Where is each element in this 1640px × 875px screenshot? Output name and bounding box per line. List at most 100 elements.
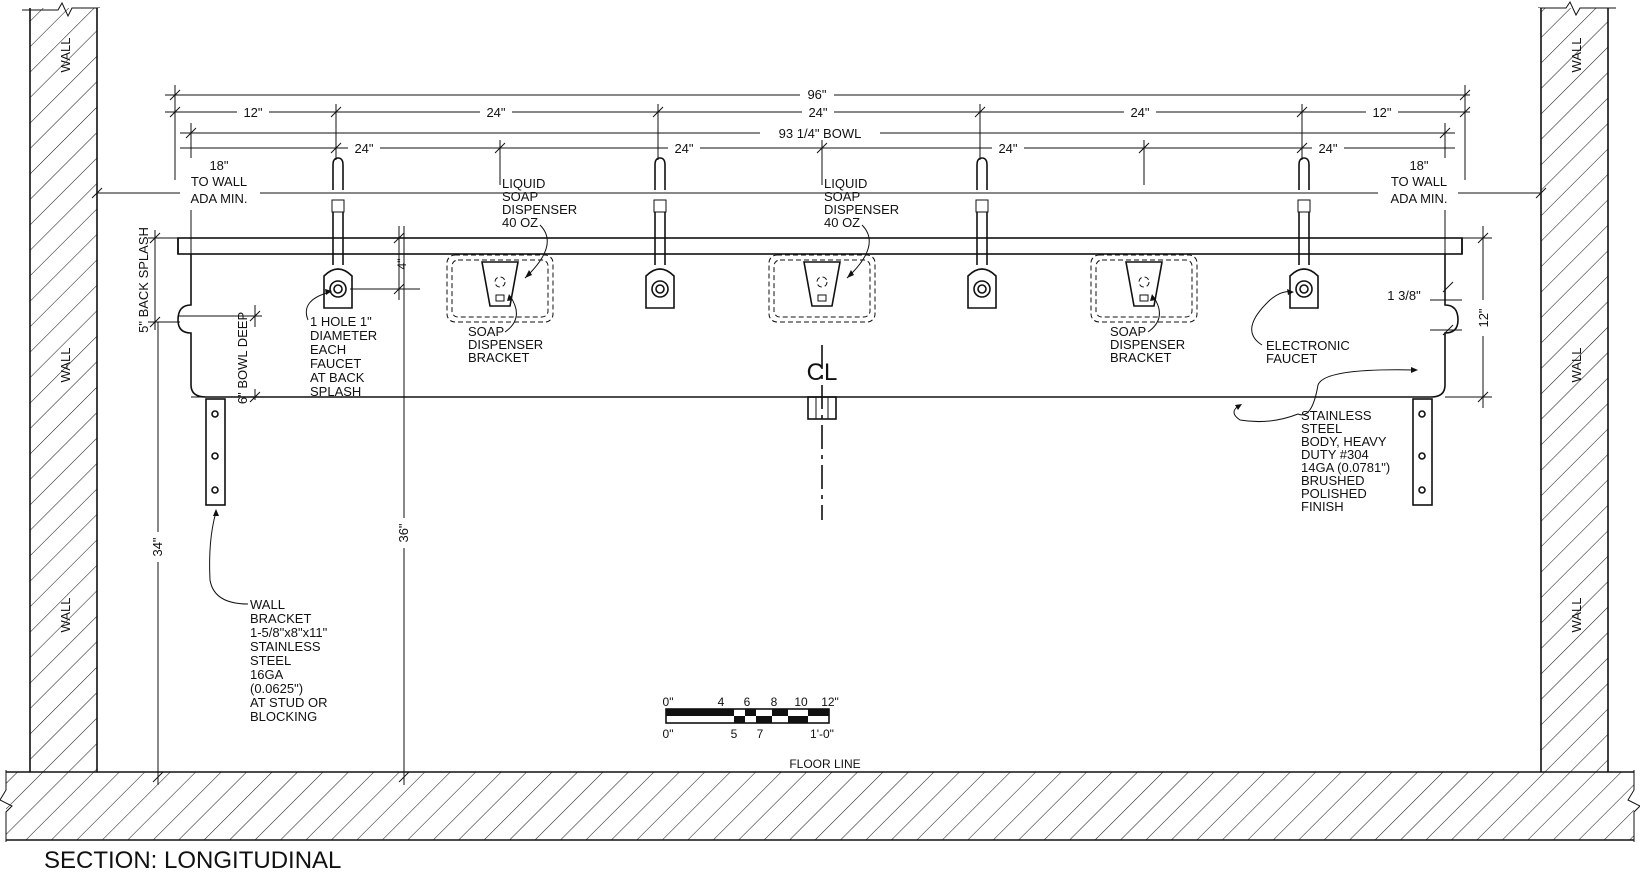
dim-soap3-text: 24" — [998, 141, 1017, 156]
label-soap-bracket-2: SOAP DISPENSER BRACKET — [1110, 294, 1185, 365]
label-wall-bracket: WALL BRACKET 1-5/8"x8"x11" STAINLESS STE… — [209, 509, 328, 724]
dimension-overall: 96" — [165, 85, 1471, 180]
right-wall — [1538, 0, 1616, 772]
wall-label-right-bot: WALL — [1569, 598, 1584, 633]
bracket-2-line1: SOAP — [1110, 324, 1146, 339]
electronic-faucet-line2: FAUCET — [1266, 351, 1317, 366]
dim-overall-text: 96" — [807, 87, 826, 102]
dimension-faucet-spacing: 12" 24" 24" 24" 12" — [165, 104, 1471, 160]
stainless-body-line4: DUTY #304 — [1301, 447, 1369, 462]
dim-138-text: 1 3/8" — [1387, 288, 1421, 303]
label-electronic-faucet: ELECTRONIC FAUCET — [1251, 289, 1350, 366]
wall-bracket-line3: 1-5/8"x8"x11" — [250, 625, 328, 640]
faucet-hole-line3: EACH — [310, 342, 346, 357]
dim-soap4-text: 24" — [1318, 141, 1337, 156]
scale-top-6: 6 — [744, 695, 751, 709]
soap-dispenser-1 — [446, 254, 554, 323]
ada-left-line1: 18" — [209, 158, 228, 173]
ada-left-line2: TO WALL — [191, 174, 247, 189]
label-stainless-body: STAINLESS STEEL BODY, HEAVY DUTY #304 14… — [1233, 367, 1418, 514]
scale-bar: 0" 4 6 8 10 12" 0" 5 7 1'-0" — [663, 695, 839, 741]
dim-seg4-text: 24" — [1130, 105, 1149, 120]
soap-disp-2-line3: DISPENSER — [824, 202, 899, 217]
label-faucet-hole: 1 HOLE 1" DIAMETER EACH FAUCET AT BACK S… — [305, 289, 377, 399]
wall-label-left-top: WALL — [58, 38, 73, 73]
soap-disp-2-line4: 40 OZ — [824, 215, 860, 230]
ada-right-line2: TO WALL — [1391, 174, 1447, 189]
dim-soap2-text: 24" — [674, 141, 693, 156]
faucet-3 — [967, 157, 997, 309]
left-wall — [22, 1, 100, 772]
wall-bracket-line5: STEEL — [250, 653, 291, 668]
floor-line-label: FLOOR LINE — [789, 757, 860, 771]
bracket-1-line2: DISPENSER — [468, 337, 543, 352]
dimension-back-splash: 5" BACK SPLASH — [136, 227, 180, 333]
faucet-hole-line4: FAUCET — [310, 356, 361, 371]
dim-36-text: 36" — [396, 523, 411, 542]
faucet-hole-line5: AT BACK — [310, 370, 365, 385]
dimension-height-34: 34" — [148, 322, 168, 785]
faucet-hole-line2: DIAMETER — [310, 328, 377, 343]
dim-bowl-deep-text: 6" BOWL DEEP — [235, 312, 250, 404]
bracket-2-line3: BRACKET — [1110, 350, 1171, 365]
dim-seg3-text: 24" — [808, 105, 827, 120]
ada-label-left: 18" TO WALL ADA MIN. — [180, 158, 260, 210]
faucet-2 — [645, 157, 675, 309]
dimension-soap-spacing: 24" 24" 24" 24" — [180, 140, 1455, 185]
dim-bowl-text: 93 1/4" BOWL — [779, 126, 862, 141]
dim-seg5-text: 12" — [1372, 105, 1391, 120]
wall-bracket-line4: STAINLESS — [250, 639, 321, 654]
scale-top-8: 8 — [771, 695, 778, 709]
scale-top-10: 10 — [794, 695, 808, 709]
dim-twelve-text: 12" — [1476, 308, 1491, 327]
scale-bot-0: 0" — [663, 727, 674, 741]
wall-label-left-mid: WALL — [58, 348, 73, 383]
ada-left-line3: ADA MIN. — [190, 191, 247, 206]
ada-label-right: 18" TO WALL ADA MIN. — [1378, 158, 1458, 210]
dim-seg2-text: 24" — [486, 105, 505, 120]
soap-disp-1-line4: 40 OZ — [502, 215, 538, 230]
bracket-1-line1: SOAP — [468, 324, 504, 339]
soap-dispenser-3 — [1090, 254, 1198, 323]
scale-top-4: 4 — [718, 695, 725, 709]
wall-label-left-bot: WALL — [58, 598, 73, 633]
dim-soap1-text: 24" — [354, 141, 373, 156]
wall-bracket-line6: 16GA — [250, 667, 284, 682]
label-soap-dispenser-1: LIQUID SOAP DISPENSER 40 OZ — [502, 176, 577, 279]
scale-top-0: 0" — [663, 695, 674, 709]
faucet-hole-line6: SPLASH — [310, 384, 361, 399]
dimension-height-36: 36" — [394, 226, 414, 785]
dim-four-text: 4" — [395, 259, 409, 270]
soap-disp-2-line2: SOAP — [824, 189, 860, 204]
dimension-bowl-deep: 6" BOWL DEEP — [178, 305, 262, 404]
dim-seg1-text: 12" — [243, 105, 262, 120]
dimension-one-three-eighths: 1 3/8" — [1387, 281, 1462, 336]
stainless-body-line1: STAINLESS — [1301, 408, 1372, 423]
section-title: SECTION: LONGITUDINAL — [44, 847, 341, 874]
bracket-1-line3: BRACKET — [468, 350, 529, 365]
wall-bracket-line1: WALL — [250, 597, 285, 612]
stainless-body-line6: BRUSHED — [1301, 473, 1365, 488]
wall-bracket-line2: BRACKET — [250, 611, 311, 626]
dim-back-splash-text: 5" BACK SPLASH — [136, 227, 151, 333]
wall-label-right-top: WALL — [1569, 38, 1584, 73]
floor — [0, 770, 1640, 842]
scale-bot-5: 5 — [731, 727, 738, 741]
soap-dispenser-2 — [768, 254, 876, 323]
label-soap-dispenser-2: LIQUID SOAP DISPENSER 40 OZ — [824, 176, 899, 279]
soap-disp-2-line1: LIQUID — [824, 176, 867, 191]
scale-top-12: 12" — [821, 695, 839, 709]
wall-bracket-left — [205, 398, 226, 506]
wall-label-right-mid: WALL — [1569, 348, 1584, 383]
centerline: CL — [807, 345, 837, 520]
stainless-body-line3: BODY, HEAVY — [1301, 434, 1387, 449]
stainless-body-line2: STEEL — [1301, 421, 1342, 436]
wall-bracket-line7: (0.0625") — [250, 681, 303, 696]
soap-disp-1-line3: DISPENSER — [502, 202, 577, 217]
ada-line — [91, 187, 1547, 199]
ada-right-line3: ADA MIN. — [1390, 191, 1447, 206]
scale-bot-7: 7 — [757, 727, 764, 741]
faucet-1 — [323, 157, 353, 309]
wall-bracket-line9: BLOCKING — [250, 709, 317, 724]
